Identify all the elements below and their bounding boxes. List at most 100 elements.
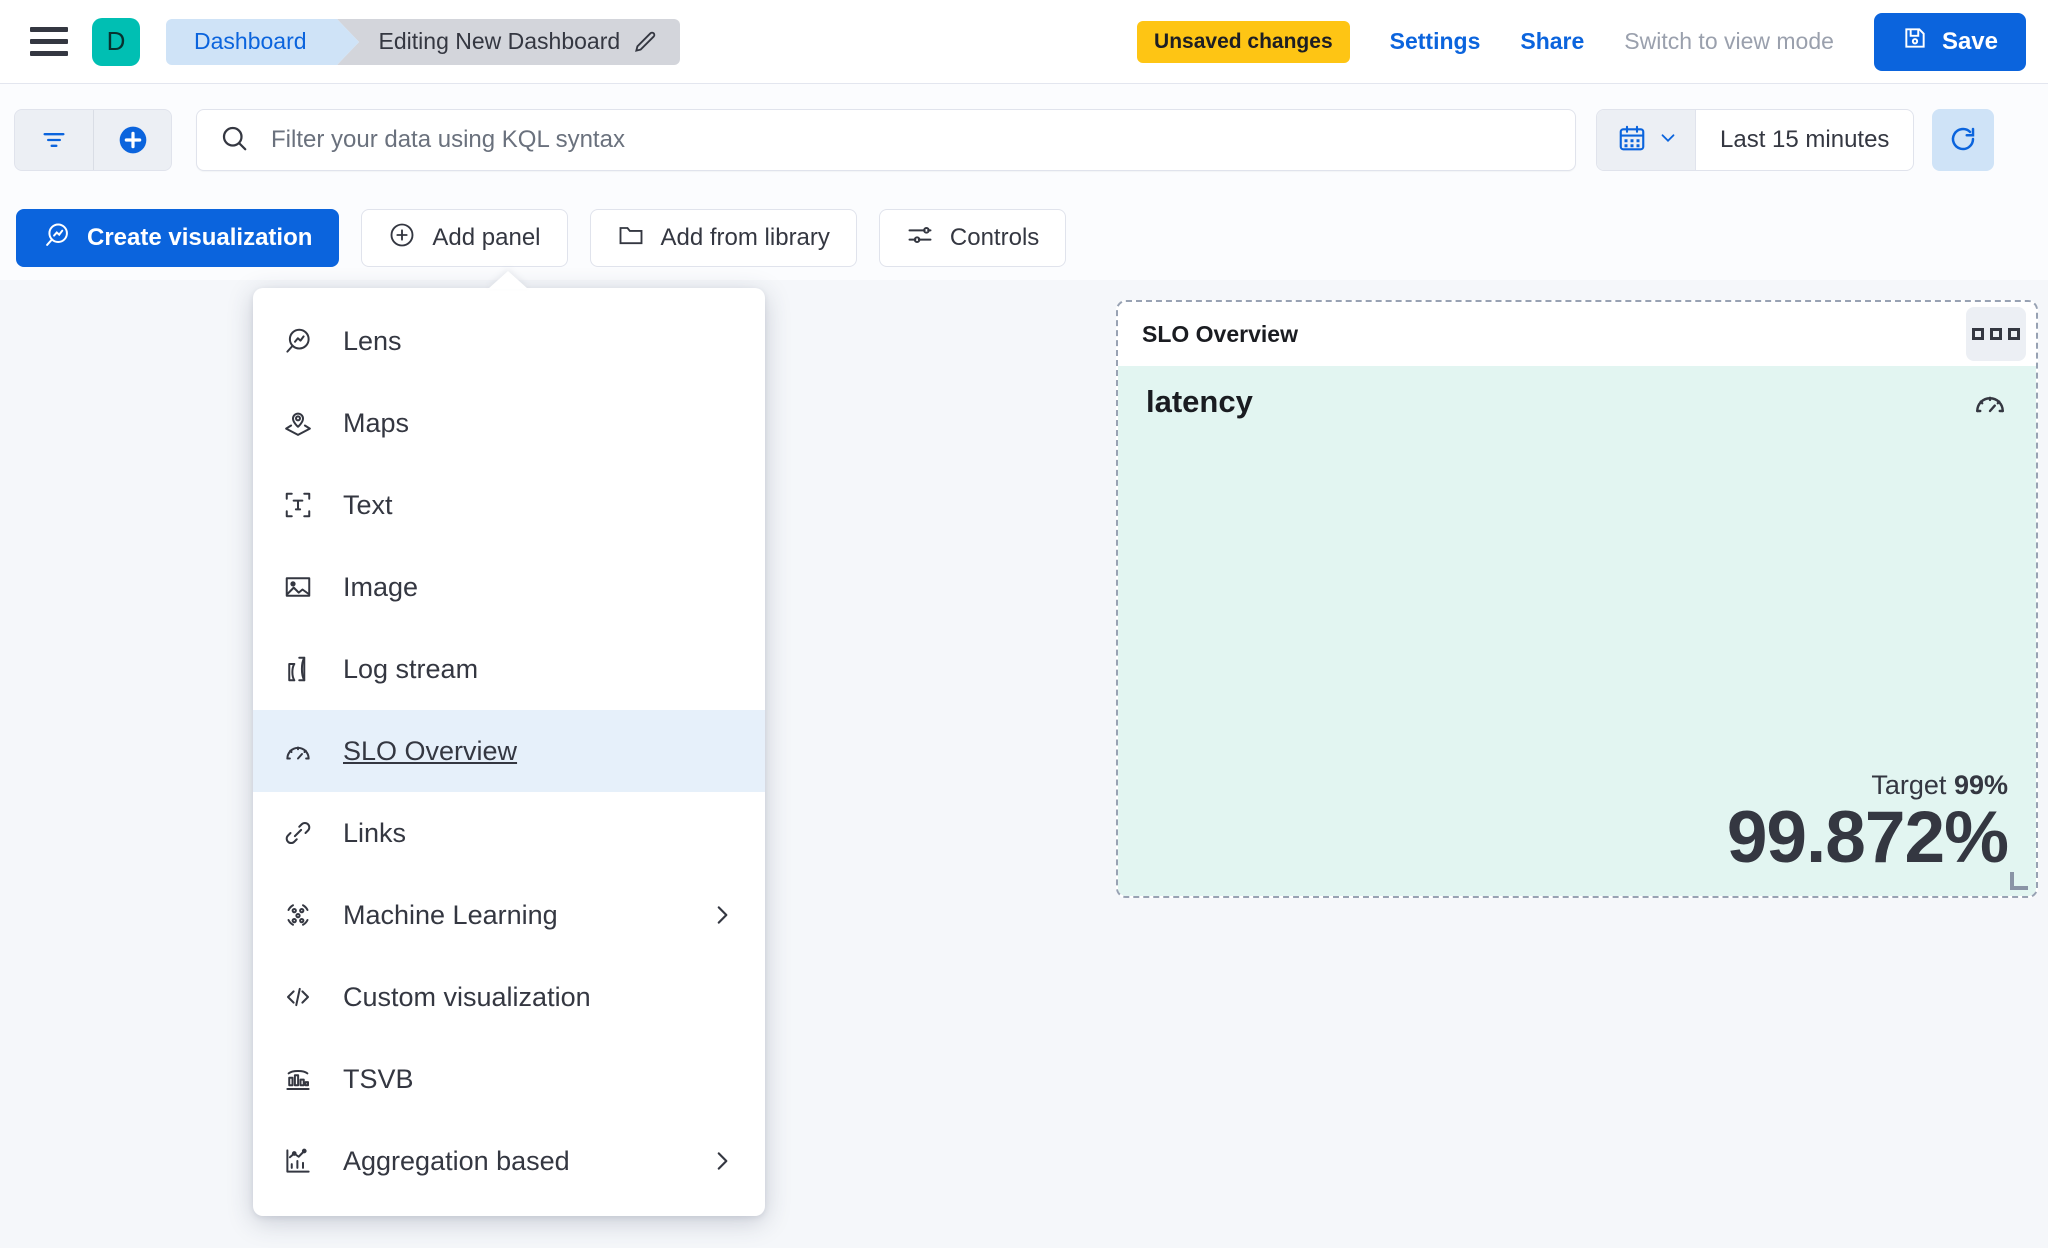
tsvb-chart-icon bbox=[281, 1064, 315, 1094]
hamburger-menu-icon[interactable] bbox=[30, 25, 70, 59]
avatar[interactable]: D bbox=[92, 17, 140, 66]
text-box-icon bbox=[281, 490, 315, 520]
context-menu-square bbox=[2008, 328, 2020, 340]
breadcrumb: Dashboard Editing New Dashboard bbox=[166, 18, 681, 65]
filter-button-group bbox=[14, 109, 172, 171]
maps-pin-icon bbox=[281, 408, 315, 438]
menu-item-maps[interactable]: Maps bbox=[253, 382, 765, 464]
pencil-icon[interactable] bbox=[632, 29, 658, 55]
plus-circle-icon bbox=[388, 221, 416, 256]
menu-item-machine-learning[interactable]: Machine Learning bbox=[253, 874, 765, 956]
menu-item-label: SLO Overview bbox=[343, 735, 518, 766]
avatar-letter: D bbox=[106, 26, 126, 56]
link-icon bbox=[281, 818, 315, 848]
search-input[interactable] bbox=[271, 126, 1553, 154]
save-button[interactable]: Save bbox=[1873, 12, 2026, 71]
menu-item-label: Lens bbox=[343, 325, 402, 356]
menu-item-lens[interactable]: Lens bbox=[253, 300, 765, 382]
panel-context-menu-icon[interactable] bbox=[1966, 307, 2026, 361]
menu-item-label: Machine Learning bbox=[343, 899, 558, 930]
create-visualization-label: Create visualization bbox=[87, 224, 313, 251]
header-actions: Unsaved changes Settings Share Switch to… bbox=[1137, 12, 2026, 71]
status-badge-unsaved: Unsaved changes bbox=[1137, 20, 1350, 63]
gauge-icon bbox=[1972, 384, 2008, 420]
date-quick-select-button[interactable] bbox=[1597, 110, 1696, 170]
refresh-icon bbox=[1948, 124, 1978, 157]
search-icon bbox=[219, 123, 249, 158]
code-icon bbox=[281, 982, 315, 1012]
menu-item-label: TSVB bbox=[343, 1063, 414, 1094]
date-range-picker[interactable]: Last 15 minutes bbox=[1596, 109, 1915, 171]
slo-metrics: Target 99% 99.872% bbox=[1146, 770, 2009, 878]
chevron-right-icon bbox=[709, 1148, 735, 1174]
hamburger-bar bbox=[30, 51, 68, 56]
settings-link[interactable]: Settings bbox=[1389, 28, 1481, 54]
menu-item-label: Maps bbox=[343, 407, 410, 438]
create-visualization-button[interactable]: Create visualization bbox=[16, 209, 340, 267]
lens-icon bbox=[281, 326, 315, 356]
breadcrumb-item-current[interactable]: Editing New Dashboard bbox=[336, 18, 681, 65]
dashboard-edit-toolbar: Create visualization Add panel Add from … bbox=[0, 196, 2048, 280]
share-link[interactable]: Share bbox=[1520, 28, 1585, 54]
menu-item-custom-visualization[interactable]: Custom visualization bbox=[253, 956, 765, 1038]
popover-arrow bbox=[488, 271, 528, 289]
refresh-button[interactable] bbox=[1932, 109, 1995, 171]
menu-item-label: Links bbox=[343, 817, 407, 848]
resize-handle-icon[interactable] bbox=[2010, 872, 2028, 890]
slo-current-value: 99.872% bbox=[1726, 797, 2009, 878]
chevron-down-icon bbox=[1657, 127, 1679, 154]
add-panel-label: Add panel bbox=[432, 224, 541, 251]
calendar-icon bbox=[1617, 123, 1647, 158]
search-input-wrapper[interactable] bbox=[196, 109, 1576, 171]
controls-label: Controls bbox=[949, 224, 1040, 251]
breadcrumb-parent-label: Dashboard bbox=[194, 28, 307, 54]
menu-item-text[interactable]: Text bbox=[253, 464, 765, 546]
menu-item-label: Image bbox=[343, 571, 419, 602]
context-menu-square bbox=[1972, 328, 1984, 340]
menu-item-label: Text bbox=[343, 489, 393, 520]
context-menu-square bbox=[1990, 328, 2002, 340]
panel-header: SLO Overview bbox=[1118, 302, 2036, 366]
switch-to-view-mode-link[interactable]: Switch to view mode bbox=[1624, 28, 1834, 54]
gauge-icon bbox=[281, 736, 315, 766]
menu-item-image[interactable]: Image bbox=[253, 546, 765, 628]
panel-title: SLO Overview bbox=[1142, 320, 1298, 347]
folder-icon bbox=[617, 221, 645, 256]
app-header: D Dashboard Editing New Dashboard Unsave… bbox=[0, 0, 2048, 84]
chevron-right-icon bbox=[709, 902, 735, 928]
breadcrumb-item-dashboard[interactable]: Dashboard bbox=[166, 18, 359, 65]
ml-nodes-icon bbox=[281, 900, 315, 930]
save-disk-icon bbox=[1902, 25, 1928, 58]
controls-sliders-icon bbox=[906, 221, 934, 256]
slo-target: Target 99% bbox=[1146, 770, 2008, 801]
menu-item-label: Aggregation based bbox=[343, 1145, 570, 1176]
agg-chart-icon bbox=[281, 1146, 315, 1176]
save-button-label: Save bbox=[1941, 27, 1998, 55]
lens-icon bbox=[43, 221, 71, 256]
add-from-library-button[interactable]: Add from library bbox=[589, 209, 857, 267]
menu-item-tsvb[interactable]: TSVB bbox=[253, 1038, 765, 1120]
log-stream-icon bbox=[281, 654, 315, 684]
menu-item-slo-overview[interactable]: SLO Overview bbox=[253, 710, 765, 792]
menu-item-log-stream[interactable]: Log stream bbox=[253, 628, 765, 710]
menu-item-label: Log stream bbox=[343, 653, 479, 684]
slo-target-value: 99% bbox=[1953, 770, 2008, 800]
filter-icon[interactable] bbox=[15, 110, 93, 170]
slo-header-row: latency bbox=[1146, 384, 2008, 420]
menu-item-aggregation-based[interactable]: Aggregation based bbox=[253, 1120, 765, 1202]
date-range-value[interactable]: Last 15 minutes bbox=[1720, 126, 1890, 153]
add-panel-button[interactable]: Add panel bbox=[361, 209, 568, 267]
hamburger-bar bbox=[30, 27, 68, 32]
add-from-library-label: Add from library bbox=[660, 224, 830, 251]
image-icon bbox=[281, 572, 315, 602]
menu-item-links[interactable]: Links bbox=[253, 792, 765, 874]
dashboard-panel-slo-overview[interactable]: SLO Overview latency Target 99% bbox=[1116, 300, 2038, 898]
menu-item-label: Custom visualization bbox=[343, 981, 591, 1012]
controls-button[interactable]: Controls bbox=[878, 209, 1067, 267]
add-circle-icon[interactable] bbox=[93, 110, 171, 170]
hamburger-bar bbox=[30, 39, 68, 44]
query-bar: Last 15 minutes bbox=[0, 84, 2048, 196]
slo-name: latency bbox=[1146, 384, 1253, 419]
